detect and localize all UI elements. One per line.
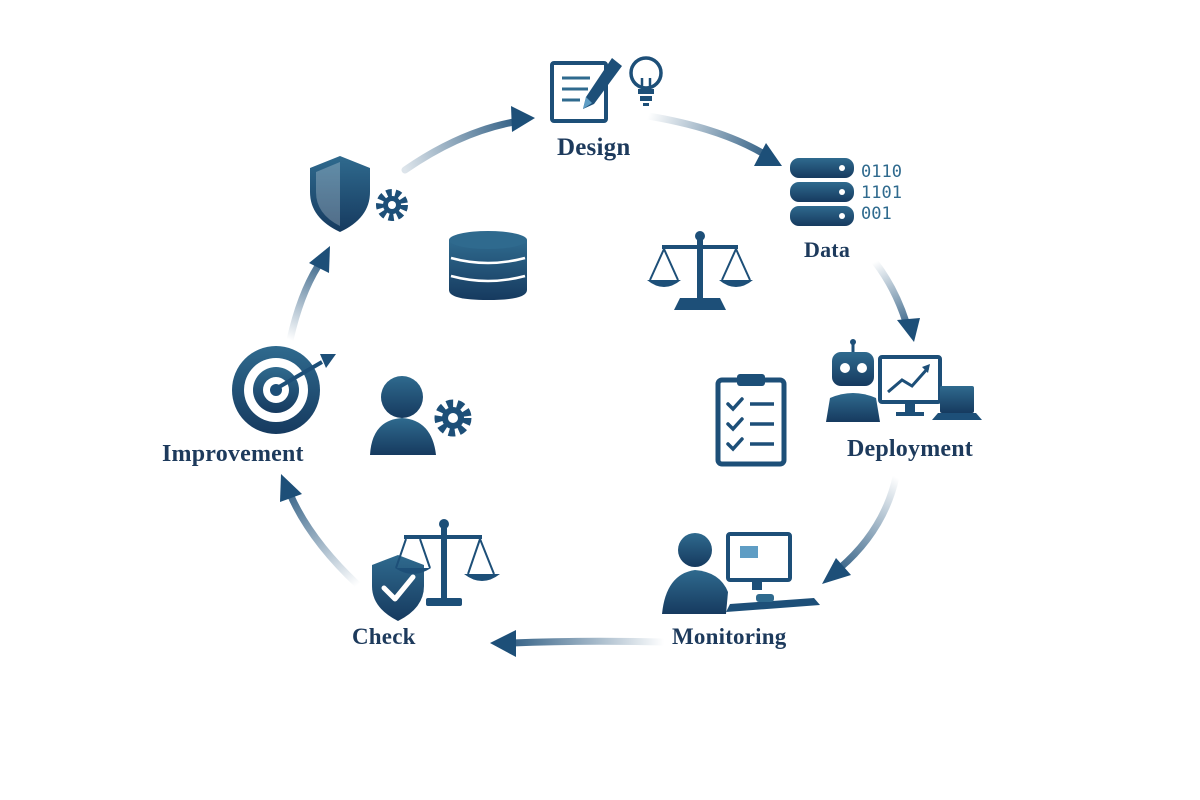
database-server-icon (790, 158, 854, 226)
target-arrow-icon (232, 346, 336, 434)
binary-digits-line: 1101 (861, 183, 902, 203)
arrow-check-to-improvement (280, 474, 362, 589)
stage-label-check: Check (352, 624, 416, 649)
database-icon (449, 231, 527, 300)
shield-gear-icon (310, 156, 408, 232)
laptop-icon (932, 386, 982, 420)
clipboard-checklist-icon (715, 374, 787, 467)
scales-icon (647, 231, 753, 310)
user-gear-icon (370, 376, 472, 455)
stage-label-improvement: Improvement (162, 441, 304, 467)
arrow-shield-to-design (401, 106, 535, 174)
stage-label-monitoring: Monitoring (672, 624, 787, 649)
person-at-computer-icon (662, 532, 820, 614)
arrow-deployment-to-monitoring (822, 473, 900, 584)
document-pencil-icon (550, 58, 622, 123)
arrow-monitoring-to-check (490, 630, 668, 657)
stage-label-deployment: Deployment (847, 436, 973, 462)
monitor-chart-icon (878, 355, 942, 416)
stage-label-design: Design (557, 134, 631, 161)
arrow-design-to-data (644, 112, 782, 166)
balance-scale-icon (395, 519, 500, 606)
arrow-data-to-deployment (871, 258, 920, 342)
binary-digits-line: 0110 (861, 162, 902, 182)
stage-label-data: Data (804, 237, 851, 262)
robot-icon (826, 339, 880, 422)
binary-digits-line: 001 (861, 204, 892, 224)
lightbulb-icon (629, 56, 663, 106)
arrow-improvement-to-shield (286, 246, 330, 344)
